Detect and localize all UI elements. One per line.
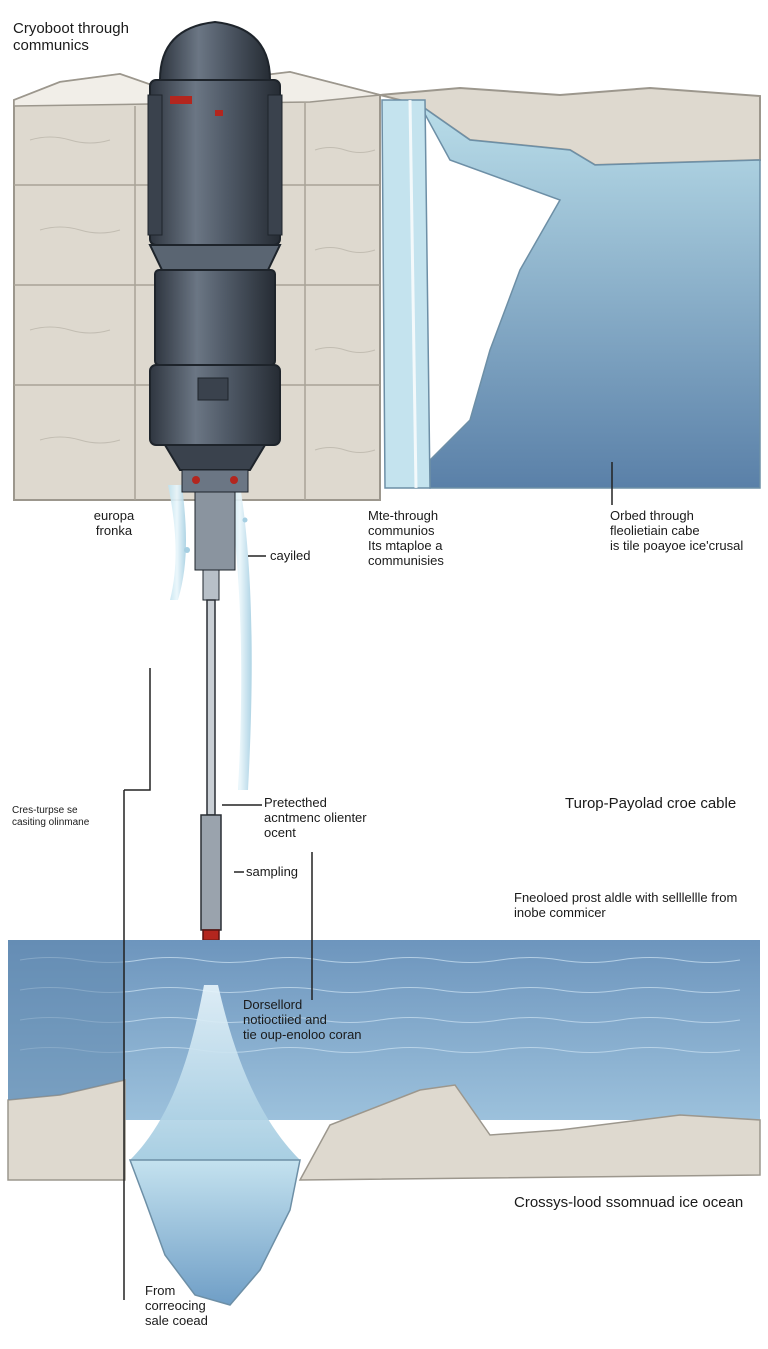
cayiled-label: cayiled	[270, 548, 311, 563]
left-upper-label: europa fronka	[93, 508, 135, 538]
bottom-left-label: From correocing sale coead	[145, 1283, 208, 1328]
protected-label: Pretecthed acntmenc olienter ocent	[264, 795, 367, 840]
subsurface-water	[381, 99, 761, 489]
leader-lines	[123, 462, 613, 1300]
left-mid-label: Cres-turpse se casiting olinmane	[12, 805, 90, 828]
right-mid-label: Turop-Payolad croe cable	[565, 795, 737, 812]
right-upper-label: Orbed through fleolietiain cabe is tile …	[610, 508, 744, 553]
top-title-label: Cryoboot through communics	[13, 20, 129, 54]
sampling-label: sampling	[246, 864, 299, 879]
right-bottom-label: Crossys-lood ssomnuad ice ocean	[514, 1194, 744, 1211]
ocean-layer	[7, 940, 761, 1181]
mid-upper-label: Mte-through communios Its mtaploe a comm…	[368, 508, 444, 568]
plume-and-cavity	[128, 985, 301, 1306]
right-lower-label: Fneoloed prost aldle with selllellle fro…	[514, 890, 738, 920]
meltwater-streams	[168, 485, 252, 790]
dorsal-label: Dorsellord notioctiied and tie oup-enolo…	[243, 997, 362, 1042]
cryobot-probe	[147, 20, 283, 601]
tether-cable	[200, 599, 222, 986]
